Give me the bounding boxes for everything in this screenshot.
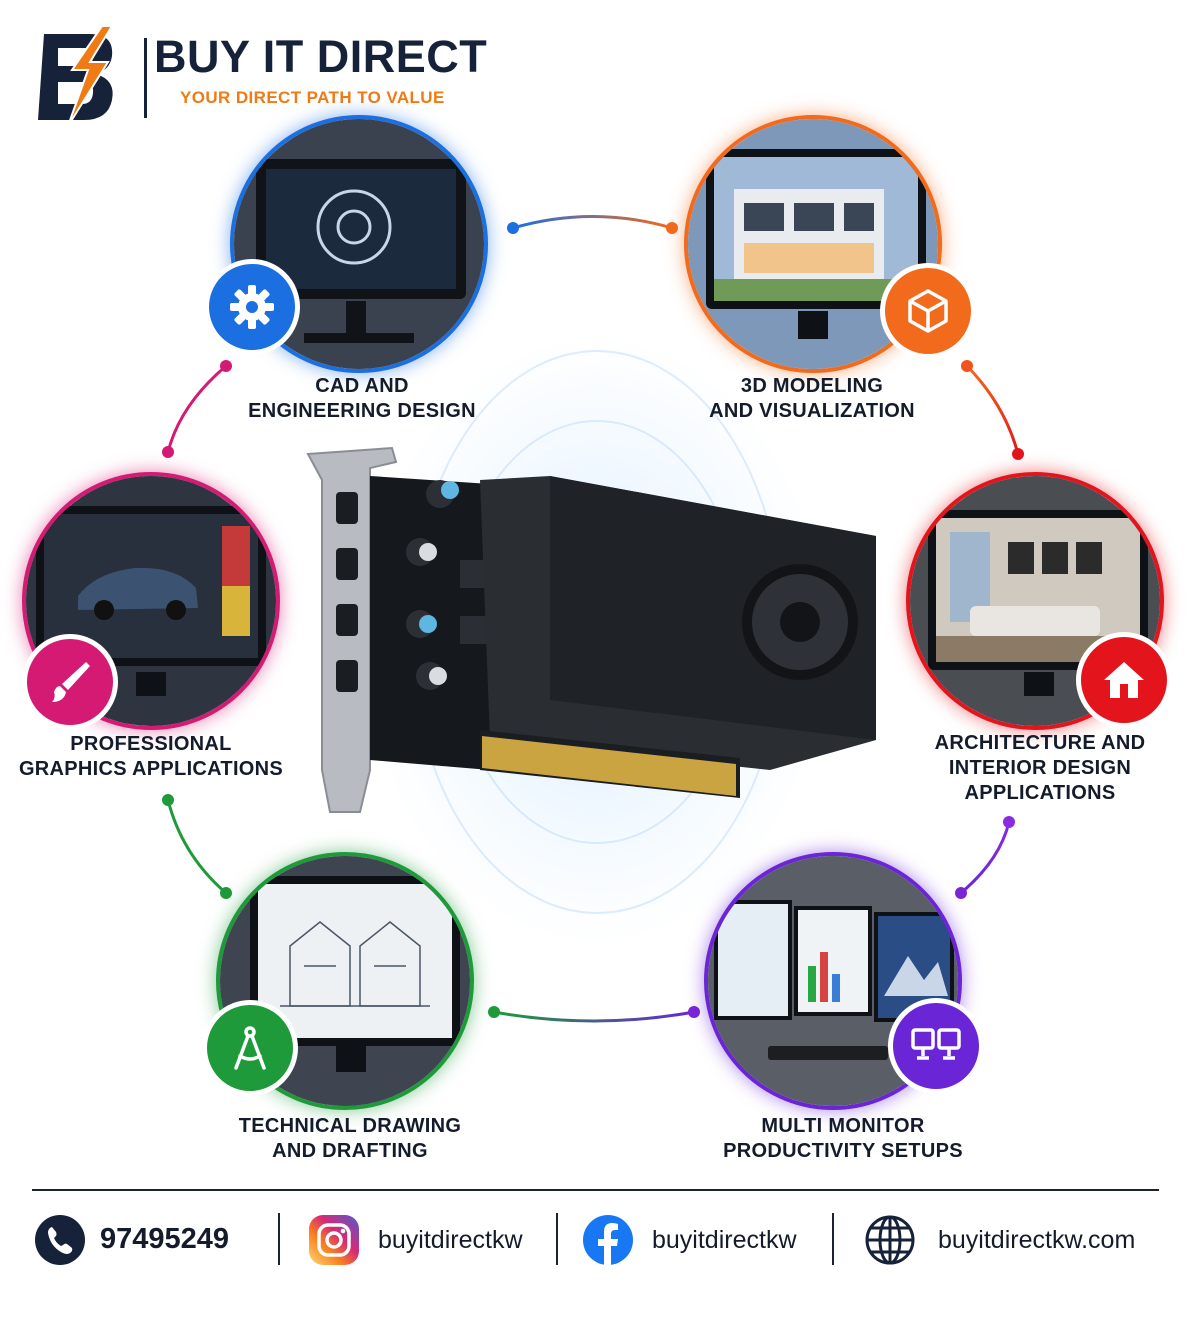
- architecture-feature-image: [906, 472, 1164, 730]
- footer-separator: [556, 1213, 558, 1265]
- gear-icon: [204, 259, 300, 355]
- 3d-modeling-feature-image: [684, 115, 942, 373]
- instagram-handle[interactable]: buyitdirectkw: [378, 1226, 523, 1254]
- brand-logo: BUY IT DIRECT YOUR DIRECT PATH TO VALUE: [30, 22, 487, 132]
- phone-icon: [35, 1215, 85, 1265]
- facebook-handle[interactable]: buyitdirectkw: [652, 1226, 797, 1254]
- facebook-icon[interactable]: [582, 1214, 634, 1266]
- multimonitor-feature-image: [704, 852, 962, 1110]
- instagram-icon[interactable]: [308, 1214, 360, 1266]
- globe-icon: [865, 1215, 915, 1265]
- compass-icon: [202, 1000, 298, 1096]
- cube-icon: [880, 263, 976, 359]
- house-icon: [1076, 632, 1172, 728]
- website-link[interactable]: buyitdirectkw.com: [938, 1226, 1136, 1254]
- dual-monitor-icon: [888, 998, 984, 1094]
- footer-separator: [278, 1213, 280, 1265]
- logo-b-bolt-icon: [38, 26, 114, 126]
- footer-separator: [832, 1213, 834, 1265]
- graphics-card-image: [306, 446, 876, 813]
- footer-divider: [32, 1189, 1159, 1191]
- brand-name: BUY IT DIRECT: [154, 31, 488, 82]
- paintbrush-icon: [22, 634, 118, 730]
- phone-number[interactable]: 97495249: [100, 1223, 230, 1255]
- logo-divider: [144, 38, 147, 118]
- drafting-feature-image: [216, 852, 474, 1110]
- brand-tagline: YOUR DIRECT PATH TO VALUE: [180, 88, 445, 107]
